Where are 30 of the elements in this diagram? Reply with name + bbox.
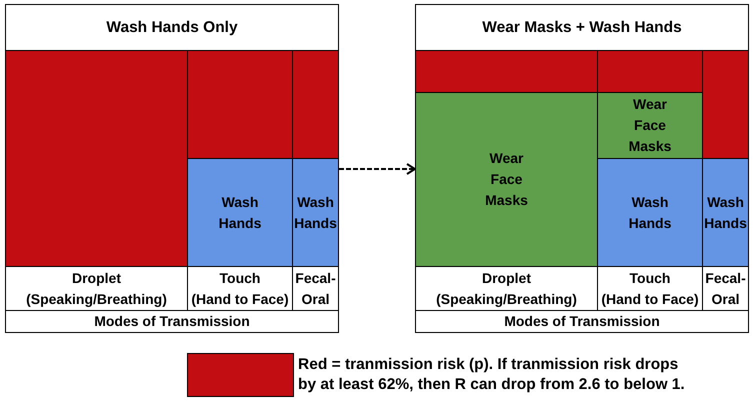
face-mask-block — [415, 92, 598, 267]
panel-title: Wash Hands Only — [106, 18, 238, 37]
block-label: Wash Hands — [704, 192, 747, 232]
hand-washing-block — [292, 158, 339, 267]
face-mask-block — [597, 92, 703, 159]
block-label: Wash Hands — [294, 192, 337, 232]
mode-label: Touch (Hand to Face) — [191, 268, 289, 309]
legend-text: Red = tranmission risk (p). If tranmission risk drops by at least 62%, then R can drop from 2.6 to below 1. — [298, 355, 686, 395]
transmission-risk-block — [292, 50, 339, 159]
transmission-risk-block — [187, 50, 293, 159]
hand-washing-block — [702, 158, 749, 267]
mode-label: Touch (Hand to Face) — [601, 268, 699, 309]
hand-washing-block — [187, 158, 293, 267]
mode-label: Droplet (Speaking/Breathing) — [436, 268, 577, 309]
transmission-risk-block — [5, 50, 188, 267]
block-label: Wash Hands — [628, 192, 672, 232]
hand-washing-block — [597, 158, 703, 267]
block-label: Wear Face Masks — [628, 95, 672, 156]
panel-title: Wear Masks + Wash Hands — [482, 18, 682, 37]
transmission-risk-block — [415, 50, 598, 93]
block-label: Wear Face Masks — [485, 149, 528, 210]
axis-title: Modes of Transmission — [504, 312, 660, 331]
block-label: Wash Hands — [218, 192, 262, 232]
axis-title: Modes of Transmission — [94, 312, 250, 331]
mode-label: Droplet (Speaking/Breathing) — [26, 268, 167, 309]
mode-label: Fecal-Oral — [704, 268, 747, 308]
mode-label: Fecal-Oral — [294, 268, 337, 308]
transmission-risk-block — [702, 50, 749, 159]
transmission-risk-block — [597, 50, 703, 93]
dashed-arrow — [339, 163, 416, 175]
